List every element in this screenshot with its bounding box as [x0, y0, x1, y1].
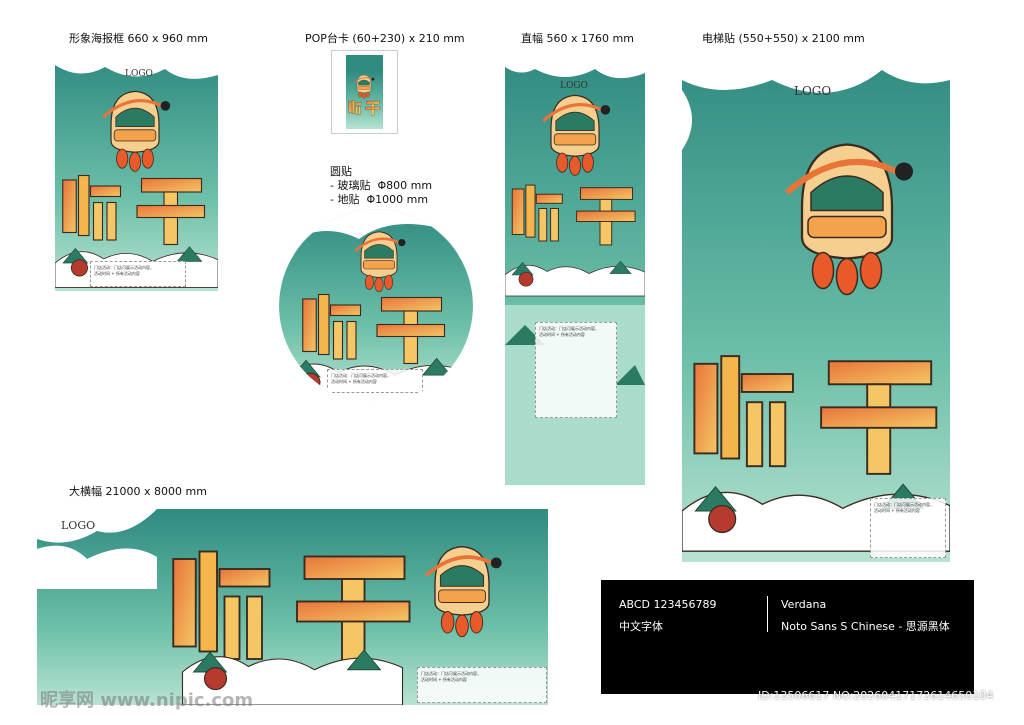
banner-label: 大横幅 21000 x 8000 mm: [69, 485, 207, 498]
font-info-box: ABCD 123456789 中文字体 Verdana Noto Sans S …: [601, 580, 974, 694]
poster-logo: LOGO: [125, 69, 153, 79]
site-watermark: 昵享网 www.nipic.com: [40, 690, 254, 711]
poster-panel: LOGO 门店活动：门店可展示活动内容， 活动时间 + 所有活动内容: [55, 55, 218, 291]
image-id-watermark: ID:13506617 NO:20260417172614650104: [758, 689, 994, 702]
round-label: 圆贴 - 玻璃贴 Φ800 mm - 地贴 Φ1000 mm: [330, 165, 433, 206]
font-sample-latin: ABCD 123456789: [619, 598, 717, 611]
font-box-divider: [767, 596, 768, 632]
banner-activity-box: 门店活动：门店可展示活动内容， 活动时间 + 所有活动内容: [417, 667, 547, 703]
round-activity-box: 门店活动：门店可展示活动内容， 活动时间 + 所有活动内容: [327, 369, 423, 393]
vertical-panel: LOGO 门店活动：门店可展示活动内容， 活动时间 + 所有活动内容: [505, 55, 645, 485]
elevator-logo: LOGO: [794, 84, 832, 98]
elevator-panel: LOGO 门店活动：门店可展示活动内容， 活动时间 + 所有活动内容: [682, 50, 950, 562]
poster-label: 形象海报框 660 x 960 mm: [69, 32, 208, 45]
poster-activity-box: 门店活动：门店可展示活动内容， 活动时间 + 所有活动内容: [90, 261, 186, 287]
font-name-latin: Verdana: [781, 598, 827, 611]
banner-logo: LOGO: [61, 519, 96, 532]
vertical-label: 直幅 560 x 1760 mm: [521, 32, 634, 45]
round-sticker: 门店活动：门店可展示活动内容， 活动时间 + 所有活动内容: [279, 209, 473, 403]
font-sample-cjk: 中文字体: [619, 620, 663, 633]
pop-panel: [331, 50, 398, 134]
vertical-logo: LOGO: [560, 81, 588, 91]
elevator-activity-box: 门店活动：门店可展示活动内容， 活动时间 + 所有活动内容: [870, 498, 946, 558]
vertical-activity-box: 门店活动：门店可展示活动内容， 活动时间 + 所有活动内容: [535, 322, 617, 418]
pop-label: POP台卡 (60+230) x 210 mm: [305, 32, 465, 45]
banner-panel: LOGO 门店活动：门店可展示活动内容， 活动时间 + 所有活动内容: [37, 509, 548, 705]
elevator-label: 电梯贴 (550+550) x 2100 mm: [702, 32, 865, 45]
font-name-cjk: Noto Sans S Chinese - 思源黑体: [781, 620, 950, 633]
